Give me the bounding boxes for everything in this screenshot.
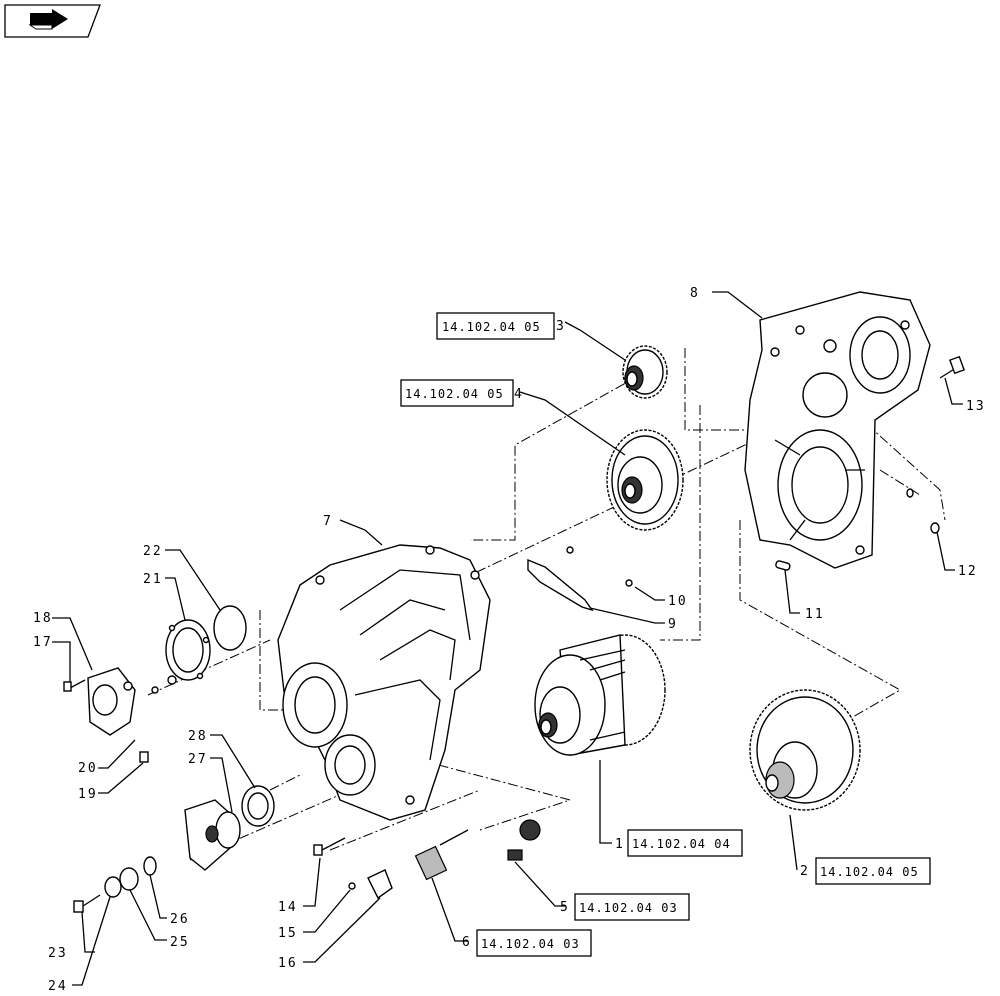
washer-25 bbox=[119, 867, 139, 891]
output-gear-2 bbox=[749, 689, 861, 811]
cover-gasket-21 bbox=[165, 619, 211, 681]
callout-11: 11 bbox=[805, 607, 825, 622]
callout-20: 20 bbox=[78, 761, 98, 776]
screw-15 bbox=[348, 882, 356, 890]
dowel-pin-11 bbox=[775, 560, 791, 571]
main-housing-7 bbox=[277, 544, 491, 821]
callout-10: 10 bbox=[668, 594, 688, 609]
svg-text:14.102.04 05: 14.102.04 05 bbox=[405, 387, 504, 401]
callout-27: 27 bbox=[188, 752, 208, 767]
callout-19: 19 bbox=[78, 787, 98, 802]
callout-15: 15 bbox=[278, 926, 298, 941]
callout-26: 26 bbox=[170, 912, 190, 927]
seal-20 bbox=[151, 675, 177, 694]
reference-link-6[interactable]: 14.102.04 03 bbox=[476, 929, 592, 957]
o-ring-22 bbox=[213, 605, 247, 651]
plug-19 bbox=[139, 751, 149, 763]
bolt-14 bbox=[313, 837, 346, 856]
reference-link-4[interactable]: 14.102.04 05 bbox=[400, 379, 514, 407]
callout-labels: 8 3 4 13 7 22 12 21 10 11 18 9 17 28 27 … bbox=[33, 286, 986, 994]
washer-24 bbox=[104, 876, 122, 898]
clutch-pack-1 bbox=[534, 634, 666, 756]
svg-text:14.102.04 05: 14.102.04 05 bbox=[442, 320, 541, 334]
callout-13: 13 bbox=[966, 399, 986, 414]
solenoid-valve-6 bbox=[414, 829, 469, 881]
reference-link-3[interactable]: 14.102.04 05 bbox=[436, 312, 555, 340]
snap-ring-26 bbox=[143, 856, 157, 876]
callout-24: 24 bbox=[48, 979, 68, 994]
screw-10 bbox=[566, 546, 633, 587]
sensor-5 bbox=[507, 819, 541, 861]
callout-5: 5 bbox=[560, 900, 570, 915]
o-ring-12 bbox=[906, 488, 940, 534]
callout-4: 4 bbox=[514, 387, 524, 402]
svg-text:14.102.04 03: 14.102.04 03 bbox=[481, 937, 580, 951]
callout-3: 3 bbox=[556, 319, 566, 334]
oil-seal-28 bbox=[241, 785, 275, 827]
callout-1: 1 bbox=[615, 837, 625, 852]
rear-cover-housing bbox=[744, 291, 931, 569]
callout-9: 9 bbox=[668, 617, 678, 632]
reference-link-2[interactable]: 14.102.04 05 bbox=[815, 857, 931, 885]
callout-14: 14 bbox=[278, 900, 298, 915]
callout-12: 12 bbox=[958, 564, 978, 579]
reference-link-5[interactable]: 14.102.04 03 bbox=[574, 893, 690, 921]
leader-lines bbox=[52, 291, 963, 986]
navigation-icon[interactable] bbox=[4, 4, 101, 38]
callout-28: 28 bbox=[188, 729, 208, 744]
reference-link-1[interactable]: 14.102.04 04 bbox=[627, 829, 743, 857]
gear-4 bbox=[606, 429, 684, 531]
baffle-plate-9 bbox=[527, 558, 594, 612]
callout-18: 18 bbox=[33, 611, 53, 626]
svg-text:14.102.04 04: 14.102.04 04 bbox=[632, 837, 731, 851]
svg-text:14.102.04 03: 14.102.04 03 bbox=[579, 901, 678, 915]
callout-7: 7 bbox=[323, 514, 333, 529]
cover-18 bbox=[87, 667, 136, 736]
callout-8: 8 bbox=[690, 286, 700, 301]
yoke-27 bbox=[184, 799, 241, 871]
callout-17: 17 bbox=[33, 635, 53, 650]
bolt-13 bbox=[939, 355, 965, 379]
callout-22: 22 bbox=[143, 544, 163, 559]
callout-25: 25 bbox=[170, 935, 190, 950]
callout-6: 6 bbox=[462, 935, 472, 950]
callout-16: 16 bbox=[278, 956, 298, 971]
gear-3 bbox=[622, 345, 668, 399]
callout-21: 21 bbox=[143, 572, 163, 587]
retainer-plate-16 bbox=[367, 869, 393, 900]
bolt-23 bbox=[73, 894, 101, 913]
svg-text:14.102.04 05: 14.102.04 05 bbox=[820, 865, 919, 879]
callout-23: 23 bbox=[48, 946, 68, 961]
bolt-17 bbox=[63, 679, 86, 692]
callout-2: 2 bbox=[800, 864, 810, 879]
